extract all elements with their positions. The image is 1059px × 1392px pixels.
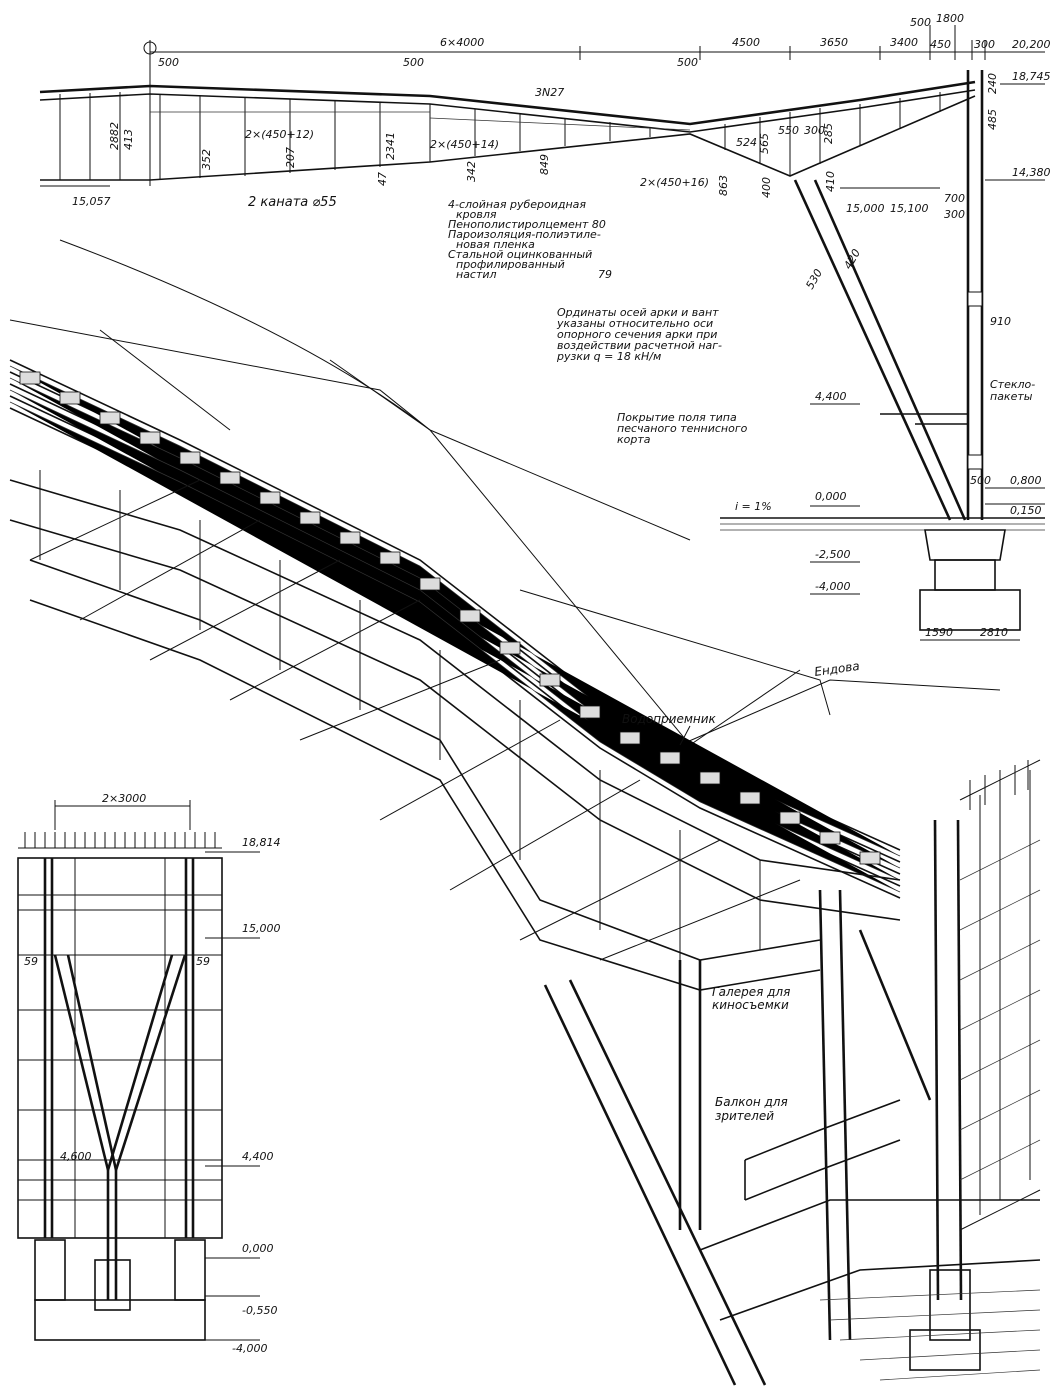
elev-0000: 0,000: [815, 490, 847, 503]
dim-849: 849: [538, 154, 551, 175]
dim-240: 240: [986, 73, 999, 94]
elev-0150: 0,150: [1010, 504, 1042, 517]
dim-485: 485: [986, 109, 999, 130]
svg-text:профилированный: профилированный: [456, 258, 565, 271]
svg-text:Ординаты осей арки и вант: Ординаты осей арки и вант: [557, 306, 719, 319]
dim-863: 863: [717, 175, 730, 196]
dim-1800: 1800: [936, 12, 964, 25]
ev-59-right: 59: [196, 955, 210, 968]
svg-text:79: 79: [598, 268, 612, 281]
ev-elev-4400: 4,400: [242, 1150, 274, 1163]
glass-note: Стекло- пакеты: [990, 378, 1035, 403]
ev-elev-0000: 0,000: [242, 1242, 274, 1255]
cable-label-a: 2×(450+12): [245, 128, 314, 141]
dim-3650: 3650: [820, 36, 848, 49]
dim-420: 420: [841, 247, 863, 272]
note-block: Ординаты осей арки и вант указаны относи…: [556, 306, 722, 363]
dim-500-c: 500: [677, 56, 698, 69]
elev-14380: 14,380: [1012, 166, 1051, 179]
elev-15000: 15,000: [846, 202, 885, 215]
dim-3400: 3400: [890, 36, 918, 49]
svg-text:рузки q = 18 кН/м: рузки q = 18 кН/м: [556, 350, 661, 363]
svg-text:Пароизоляция-полиэтиле-: Пароизоляция-полиэтиле-: [448, 228, 601, 241]
dim-2341: 2341: [384, 132, 397, 160]
ev-elev-18814: 18,814: [242, 836, 281, 849]
label-gallery-2: киносъемки: [712, 998, 789, 1012]
svg-text:настил: настил: [456, 268, 497, 281]
dim-565: 565: [758, 133, 771, 154]
svg-text:Стекло-: Стекло-: [990, 378, 1035, 391]
dim-700: 700: [944, 192, 965, 205]
dim-450: 450: [930, 38, 951, 51]
dim-352: 352: [200, 149, 213, 170]
elev-span: 2×3000: [102, 792, 146, 805]
svg-text:Пенополистиролцемент 80: Пенополистиролцемент 80: [448, 218, 606, 231]
ropes-label: 2 каната ⌀55: [248, 195, 337, 210]
elev-18745: 18,745: [1012, 70, 1051, 83]
elev-4400: 4,400: [815, 390, 847, 403]
label-valley: Ендова: [813, 659, 860, 679]
cable-label-c: 2×(450+16): [640, 176, 709, 189]
dim-300b: 300: [804, 124, 825, 137]
slope-label: i = 1%: [735, 500, 772, 513]
dim-500-d: 500: [970, 474, 991, 487]
label-gallery-1: Галерея для: [712, 985, 790, 999]
court-note: Покрытие поля типа песчаного теннисного …: [617, 411, 748, 446]
elev-15100: 15,100: [890, 202, 929, 215]
dim-342: 342: [465, 161, 478, 182]
dim-500-top: 500: [910, 16, 931, 29]
dim-500-a: 500: [158, 56, 179, 69]
dim-4500: 4500: [732, 36, 760, 49]
dim-910: 910: [990, 315, 1011, 328]
dim-500-b: 500: [403, 56, 424, 69]
dim-207: 207: [284, 147, 297, 168]
dim-530: 530: [803, 267, 825, 292]
svg-text:пакеты: пакеты: [990, 390, 1033, 403]
svg-text:корта: корта: [617, 433, 651, 446]
dim-413: 413: [122, 129, 135, 150]
dim-524: 524: [736, 136, 757, 149]
dim-300: 300: [974, 38, 995, 51]
svg-text:песчаного теннисного: песчаного теннисного: [617, 422, 748, 435]
isometric-view: Ендова Водоприемник Галерея для киносъем…: [9, 239, 1041, 1386]
elev-minus-4000: -4,000: [815, 580, 850, 593]
axis-marker: [143, 41, 157, 55]
roof-layers: 4-слойная рубероидная кровля Пенополисти…: [448, 198, 612, 281]
label-drain: Водоприемник: [622, 712, 717, 726]
svg-text:Стальной оцинкованный: Стальной оцинкованный: [448, 248, 592, 261]
ev-elev-15000: 15,000: [242, 922, 281, 935]
svg-text:опорного сечения арки при: опорного сечения арки при: [557, 328, 717, 341]
dim-6x4000: 6×4000: [440, 36, 484, 49]
n27-label: 3N27: [535, 86, 564, 99]
svg-text:4-слойная рубероидная: 4-слойная рубероидная: [448, 198, 586, 211]
ev-dim-4600: 4,600: [60, 1150, 92, 1163]
dim-2810: 2810: [980, 626, 1008, 639]
dim-1590: 1590: [925, 626, 953, 639]
dim-47: 47: [376, 172, 389, 186]
ev-elev-minus-0550: -0,550: [242, 1304, 277, 1317]
svg-text:Покрытие поля типа: Покрытие поля типа: [617, 411, 737, 424]
label-balcony-1: Балкон для: [715, 1095, 788, 1109]
label-balcony-2: зрителей: [715, 1109, 774, 1123]
ev-59-left: 59: [24, 955, 38, 968]
dim-300c: 300: [944, 208, 965, 221]
elev-20200: 20,200: [1012, 38, 1051, 51]
dim-550: 550: [778, 124, 799, 137]
cable-label-b: 2×(450+14): [430, 138, 499, 151]
elevation-view: 2×3000: [17, 792, 281, 1355]
dim-285: 285: [822, 123, 835, 144]
dim-410: 410: [824, 171, 837, 192]
elev-0800: 0,800: [1010, 474, 1042, 487]
elev-15057: 15,057: [72, 195, 111, 208]
svg-text:кровля: кровля: [456, 208, 497, 221]
top-section: 6×4000 4500 3650 3400 500 1800 450 300 5…: [39, 12, 1051, 641]
dim-400: 400: [760, 177, 773, 198]
svg-text:воздействии расчетной наг-: воздействии расчетной наг-: [557, 339, 722, 352]
dim-2882: 2882: [108, 122, 121, 150]
elev-minus-2500: -2,500: [815, 548, 850, 561]
ev-elev-minus-4000: -4,000: [232, 1342, 267, 1355]
svg-text:новая пленка: новая пленка: [456, 238, 535, 251]
svg-text:указаны относительно оси: указаны относительно оси: [556, 317, 713, 330]
